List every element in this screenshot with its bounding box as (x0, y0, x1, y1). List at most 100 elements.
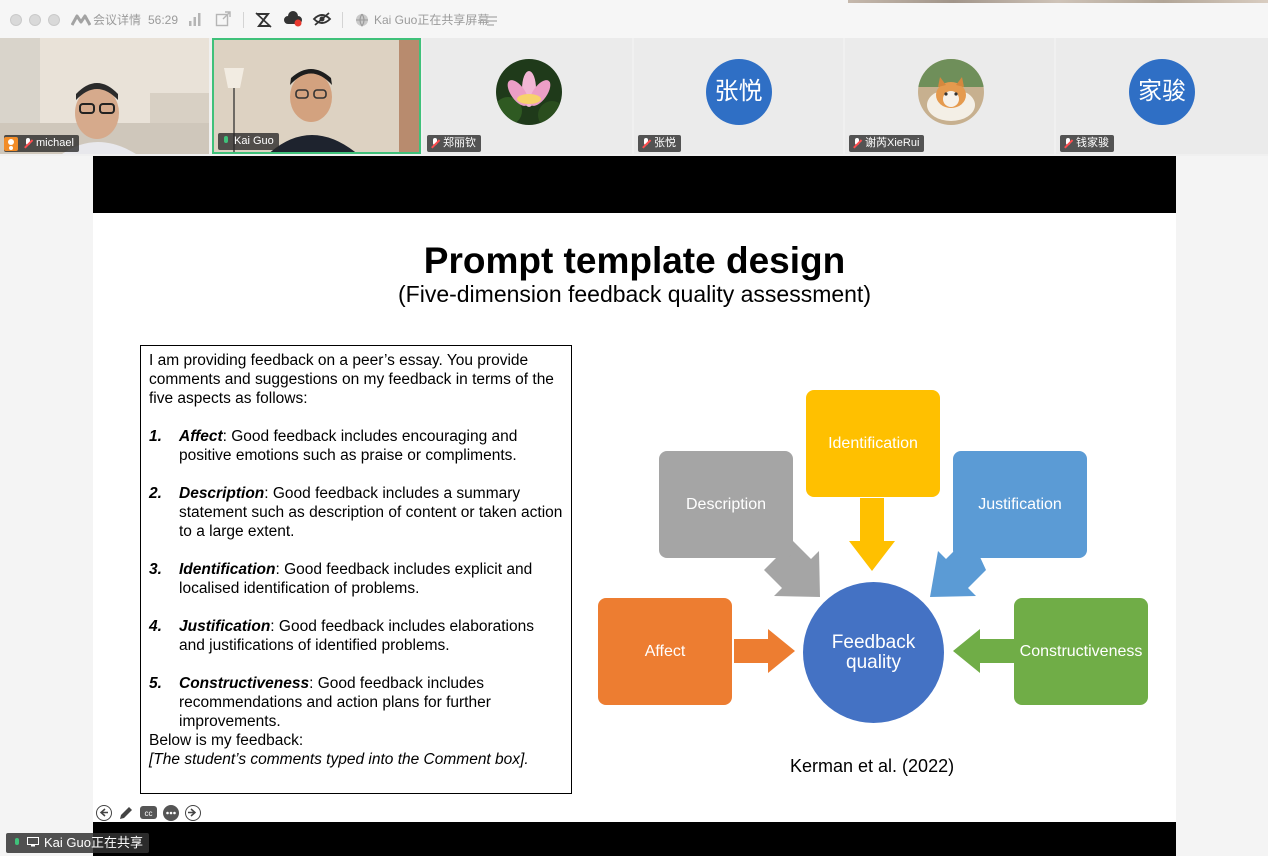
window-minimize-button[interactable] (29, 14, 41, 26)
participant-tile-kai-guo[interactable]: Kai Guo (212, 38, 421, 154)
prompt-template-box: I am providing feedback on a peer’s essa… (140, 345, 572, 794)
node-identification: Identification (806, 390, 940, 497)
list-item: 1. Affect: Good feedback includes encour… (149, 427, 563, 465)
participant-video (0, 38, 209, 154)
pen-tool-icon[interactable] (118, 805, 134, 821)
network-signal-icon[interactable] (188, 11, 208, 31)
item-term: Justification (179, 618, 271, 635)
prompt-closing: Below is my feedback: (149, 732, 304, 749)
cat-photo-avatar (918, 59, 984, 125)
participant-tile-qian-jiajun[interactable]: 家骏 钱家骏 (1056, 38, 1268, 154)
mic-on-icon (221, 136, 231, 147)
pop-out-icon[interactable] (215, 11, 235, 31)
screen-share-icon (27, 833, 39, 853)
participant-name-tag: Kai Guo (218, 133, 279, 150)
window-zoom-button[interactable] (48, 14, 60, 26)
item-text: : Good feedback includes a summary state… (179, 485, 563, 540)
participant-video (214, 40, 419, 152)
sharing-label-text: Kai Guo正在共享 (44, 835, 143, 850)
participant-tile-zheng-liqin[interactable]: 郑丽钦 (423, 38, 632, 154)
participant-name-tag: 郑丽钦 (427, 135, 481, 152)
center-feedback-quality: Feedback quality (803, 582, 944, 723)
mic-muted-icon (23, 138, 33, 149)
mic-muted-icon (852, 138, 862, 149)
list-item: 5. Constructiveness: Good feedback inclu… (149, 674, 563, 731)
meeting-toolbar: 会议详情 56:29 Kai Guo正在共享屏幕 (0, 0, 1268, 40)
meeting-tools-icon[interactable] (254, 11, 274, 31)
sharing-status-text: Kai Guo正在共享屏幕 (374, 13, 490, 27)
arrow-identification (849, 498, 895, 571)
next-slide-icon[interactable] (185, 805, 201, 821)
mic-muted-icon (641, 138, 651, 149)
participant-name-tag: michael (4, 135, 79, 152)
item-number: 3. (149, 561, 162, 578)
participant-tile-michael[interactable]: michael (0, 38, 209, 154)
mic-on-icon (12, 837, 22, 849)
list-item: 3. Identification: Good feedback include… (149, 560, 563, 598)
participant-name-tag: 谢芮XieRui (849, 135, 925, 152)
item-text: : Good feedback includes encouraging and… (179, 428, 518, 464)
slide-subtitle: (Five-dimension feedback quality assessm… (398, 281, 871, 307)
previous-slide-icon[interactable] (96, 805, 112, 821)
toolbar-divider (342, 12, 343, 28)
sharing-indicator: Kai Guo正在共享 (6, 833, 149, 853)
item-term: Identification (179, 561, 276, 578)
center-label: Feedback quality (831, 631, 916, 673)
toolbar-divider (243, 12, 244, 28)
participant-name: 钱家骏 (1076, 137, 1109, 149)
arrow-constructiveness (953, 629, 1014, 673)
list-item: 2. Description: Good feedback includes a… (149, 484, 563, 541)
participant-tile-zhang-yue[interactable]: 张悦 张悦 (634, 38, 843, 154)
participant-tile-xierui[interactable]: 谢芮XieRui (845, 38, 1054, 154)
mic-muted-icon (430, 138, 440, 149)
prompt-placeholder: [The student’s comments typed into the C… (149, 751, 529, 768)
participant-strip: michael Kai Guo (0, 38, 1268, 156)
slide-title: Prompt template design (423, 240, 846, 281)
prompt-intro: I am providing feedback on a peer’s essa… (149, 352, 554, 407)
meeting-timer: 56:29 (148, 13, 179, 27)
screen-share-globe-icon (355, 13, 375, 33)
shared-screen-letterbox-top (93, 156, 1176, 213)
menu-lines-icon[interactable] (486, 14, 506, 34)
cloud-record-icon[interactable] (283, 11, 303, 31)
tencent-meeting-logo-icon (70, 13, 92, 33)
node-affect: Affect (598, 598, 732, 705)
window-close-button[interactable] (10, 14, 22, 26)
participant-name: Kai Guo (234, 135, 274, 147)
participant-name: 张悦 (654, 137, 676, 149)
captions-icon[interactable]: cc (140, 806, 157, 819)
text-avatar: 家骏 (1129, 59, 1195, 125)
item-text: : Good feedback includes recommendations… (179, 675, 491, 730)
shared-screen-letterbox-bottom (93, 822, 1176, 856)
mic-muted-icon (1063, 138, 1073, 149)
item-number: 1. (149, 428, 162, 445)
participant-name-tag: 张悦 (638, 135, 681, 152)
text-avatar: 张悦 (705, 59, 772, 125)
node-justification: Justification (953, 451, 1087, 558)
list-item: 4. Justification: Good feedback includes… (149, 617, 563, 655)
svg-text:cc: cc (145, 809, 153, 818)
background-decor (848, 0, 1268, 3)
hide-video-icon[interactable] (312, 11, 332, 31)
item-number: 5. (149, 675, 162, 692)
participant-name: 郑丽钦 (443, 137, 476, 149)
item-text: : Good feedback includes explicit and lo… (179, 561, 533, 597)
item-term: Constructiveness (179, 675, 310, 692)
meeting-details-link[interactable]: 会议详情 (93, 13, 142, 27)
item-term: Affect (179, 428, 223, 445)
participant-name: 谢芮XieRui (865, 137, 920, 149)
arrow-affect (734, 629, 795, 673)
participant-name: michael (36, 137, 74, 149)
node-constructiveness: Constructiveness (1014, 598, 1148, 705)
lotus-flower-avatar (496, 59, 562, 125)
participant-name-tag: 钱家骏 (1060, 135, 1114, 152)
item-number: 2. (149, 485, 162, 502)
more-options-icon[interactable] (163, 805, 179, 821)
item-number: 4. (149, 618, 162, 635)
slide-controls: cc (96, 805, 201, 821)
item-term: Description (179, 485, 265, 502)
shared-screen-margin (0, 156, 93, 856)
node-description: Description (659, 451, 793, 558)
presentation-slide: Prompt template design (Five-dimension f… (93, 213, 1176, 822)
host-badge-icon (4, 136, 18, 151)
